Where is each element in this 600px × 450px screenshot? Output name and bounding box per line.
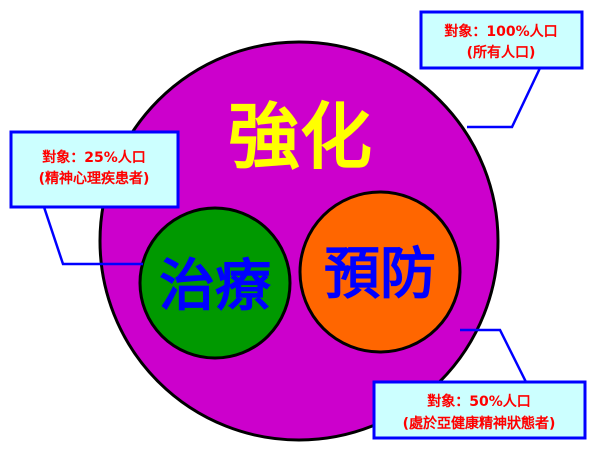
connector-prevention [460,328,528,383]
callout-all-population: 對象：100%人口 (所有人口) [419,10,584,70]
prevention-circle [298,190,462,354]
callout-prevention-line1: 對象：50%人口 [427,393,531,410]
callout-treatment-line1: 對象：25%人口 [42,149,146,166]
callout-treatment-line2: (精神心理疾患者) [39,170,150,187]
treatment-label: 治療 [159,254,271,319]
callout-treatment: 對象：25%人口 (精神心理疾患者) [9,130,180,209]
callout-all-line1: 對象：100%人口 [444,23,557,40]
strengthen-label: 強化 [228,95,372,179]
prevention-label: 預防 [324,242,436,307]
connector-all [467,67,542,129]
callout-all-line2: (所有人口) [467,44,536,61]
treatment-circle [138,206,292,360]
callout-prevention-line2: (處於亞健康精神狀態者) [403,415,556,432]
connector-treatment [42,206,143,266]
callout-prevention: 對象：50%人口 (處於亞健康精神狀態者) [372,380,587,440]
